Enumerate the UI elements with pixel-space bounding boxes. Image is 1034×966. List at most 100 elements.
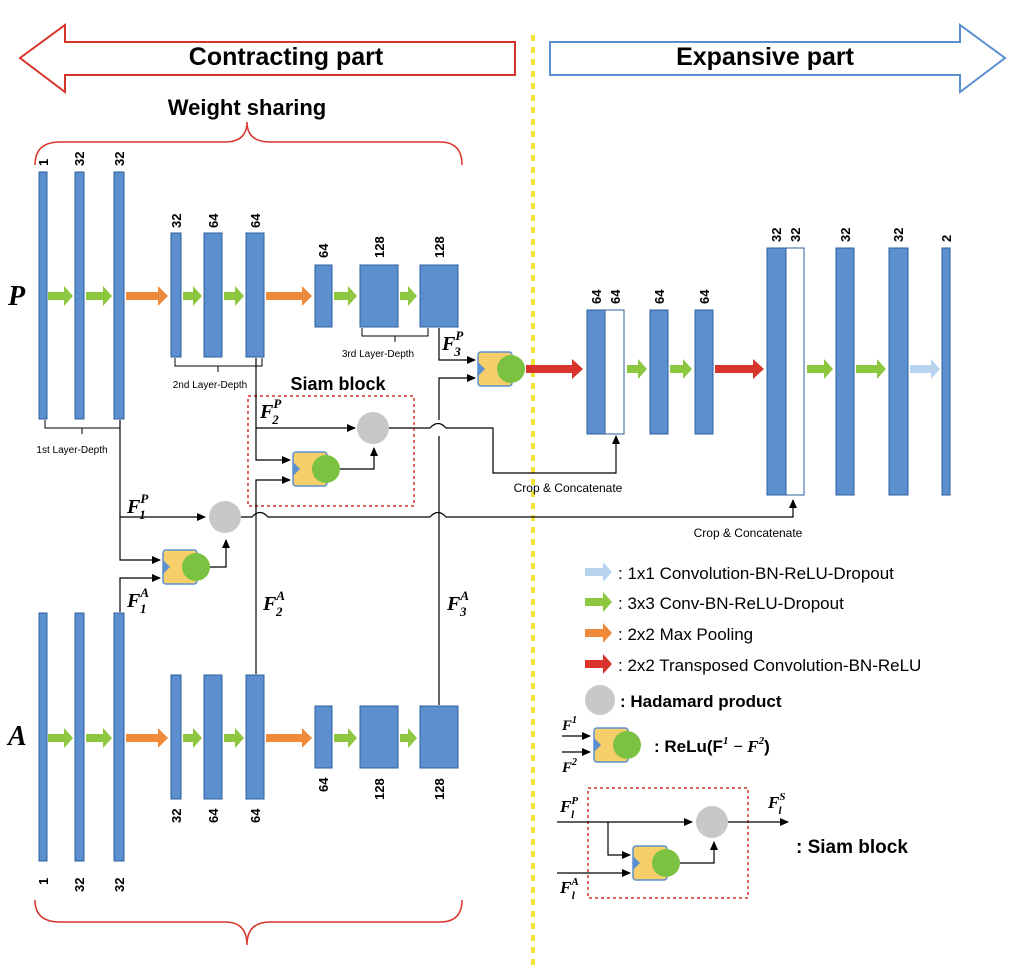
- exp-block-6: [888, 247, 909, 496]
- exp-block-4b: [785, 247, 805, 496]
- a-ch-4: 32: [169, 809, 184, 823]
- siam-block-title: Siam block: [290, 374, 386, 394]
- a-ch-3: 32: [112, 878, 127, 892]
- legend-relu-circle: [613, 731, 641, 759]
- row-label-p: P: [7, 281, 26, 312]
- a-ch-2: 32: [72, 878, 87, 892]
- p-green-arrow-3: [183, 286, 202, 306]
- legend-hadamard: : Hadamard product: [620, 692, 782, 711]
- p-ch-6: 64: [248, 213, 263, 228]
- contracting-part-label: Contracting part: [189, 43, 384, 71]
- p-block-5: [203, 232, 223, 358]
- legend-f2-label: F2: [561, 757, 577, 776]
- transposed-arrow-1: [526, 359, 583, 379]
- f1-crop-concat-line: [241, 499, 797, 518]
- p-block-1: [38, 171, 48, 420]
- p-block-7: [314, 264, 333, 328]
- p-ch-2: 32: [72, 152, 87, 166]
- exp-ch-1: 64: [589, 289, 604, 304]
- p-green-arrow-5: [334, 286, 357, 306]
- p-block-6: [245, 232, 265, 358]
- relu-diff-1-circle: [182, 553, 210, 581]
- a-block-6: [245, 674, 265, 800]
- a-ch-9: 128: [432, 778, 447, 800]
- third-depth-label: 3rd Layer-Depth: [342, 349, 414, 360]
- transposed-arrow-2: [715, 359, 764, 379]
- legend-siam-relu-notch: [633, 856, 640, 870]
- f3a-line: [438, 378, 475, 705]
- a-green-arrow-1: [48, 728, 73, 748]
- p-orange-arrow-1: [126, 286, 168, 306]
- p-orange-arrow-2: [266, 286, 312, 306]
- p-block-8: [359, 264, 399, 328]
- exp-ch-3: 64: [652, 289, 667, 304]
- p-ch-8: 128: [372, 236, 387, 258]
- exp-block-5: [835, 247, 855, 496]
- first-depth-bracket: [44, 420, 121, 434]
- legend-conv3x3-icon: [585, 592, 612, 612]
- legend-conv1x1: : 1x1 Convolution-BN-ReLU-Dropout: [618, 564, 894, 583]
- f1a-line: [119, 574, 161, 612]
- a-ch-5: 64: [206, 808, 221, 823]
- expansive-part-arrow: Expansive part: [549, 23, 1007, 95]
- p-green-arrow-4: [224, 286, 244, 306]
- third-depth-bracket: [361, 328, 429, 342]
- legend-conv3x3: : 3x3 Conv-BN-ReLU-Dropout: [618, 594, 844, 613]
- p-green-arrow-1: [48, 286, 73, 306]
- a-block-4: [170, 674, 182, 800]
- legend: : 1x1 Convolution-BN-ReLU-Dropout : 3x3 …: [557, 562, 921, 902]
- a-arrows: [48, 728, 417, 748]
- exp-block-1b: [604, 309, 625, 435]
- a-block-3: [113, 612, 125, 862]
- p-encoder: [38, 171, 459, 420]
- legend-transposed: : 2x2 Transposed Convolution-BN-ReLU: [618, 656, 921, 675]
- legend-siam-relu-out: [680, 841, 718, 864]
- a-ch-8: 128: [372, 778, 387, 800]
- exp-ch-8: 32: [891, 228, 906, 242]
- a-orange-arrow-2: [266, 728, 312, 748]
- a-green-arrow-5: [334, 728, 357, 748]
- second-depth-bracket: [174, 358, 263, 372]
- legend-maxpool-icon: [585, 623, 612, 643]
- a-block-5: [203, 674, 223, 800]
- crop-concat-label-1: Crop & Concatenate: [694, 526, 803, 540]
- p-ch-4: 32: [169, 214, 184, 228]
- siam-layer2: [255, 358, 389, 674]
- a-ch-1: 1: [36, 878, 51, 885]
- a-block-8: [359, 705, 399, 769]
- f1p-to-relu: [119, 517, 161, 564]
- exp-ch-9: 2: [939, 235, 954, 242]
- p-ch-1: 1: [36, 159, 51, 166]
- p-block-3: [113, 171, 125, 420]
- legend-siam-relu-circle: [652, 849, 680, 877]
- weight-sharing-label: Weight sharing: [168, 95, 327, 120]
- a-green-arrow-6: [400, 728, 417, 748]
- exp-ch-2: 64: [608, 289, 623, 304]
- siam-layer3: [438, 328, 525, 705]
- legend-relu-notch: [594, 738, 601, 752]
- p-green-arrow-6: [400, 286, 417, 306]
- p-ch-3: 32: [112, 152, 127, 166]
- exp-block-4a: [766, 247, 787, 496]
- exp-green-arrow-1: [627, 359, 647, 379]
- p-block-4: [170, 232, 182, 358]
- legend-hadamard-icon: [585, 685, 615, 715]
- exp-ch-5: 32: [769, 228, 784, 242]
- legend-flp-branch: [607, 822, 631, 859]
- f2-crop-concat-line: [389, 422, 620, 474]
- a-block-7: [314, 705, 333, 769]
- a-block-9: [419, 705, 459, 769]
- relu-diff-3-notch: [478, 362, 485, 376]
- a-block-2: [74, 612, 85, 862]
- exp-block-7: [941, 247, 951, 496]
- f2a-line: [255, 476, 291, 674]
- p-block-9: [419, 264, 459, 328]
- a-channel-labels: 1 32 32 32 64 64 64 128 128: [36, 777, 447, 892]
- relu-diff-1-notch: [163, 560, 170, 574]
- weight-sharing-brace-top: [34, 121, 463, 166]
